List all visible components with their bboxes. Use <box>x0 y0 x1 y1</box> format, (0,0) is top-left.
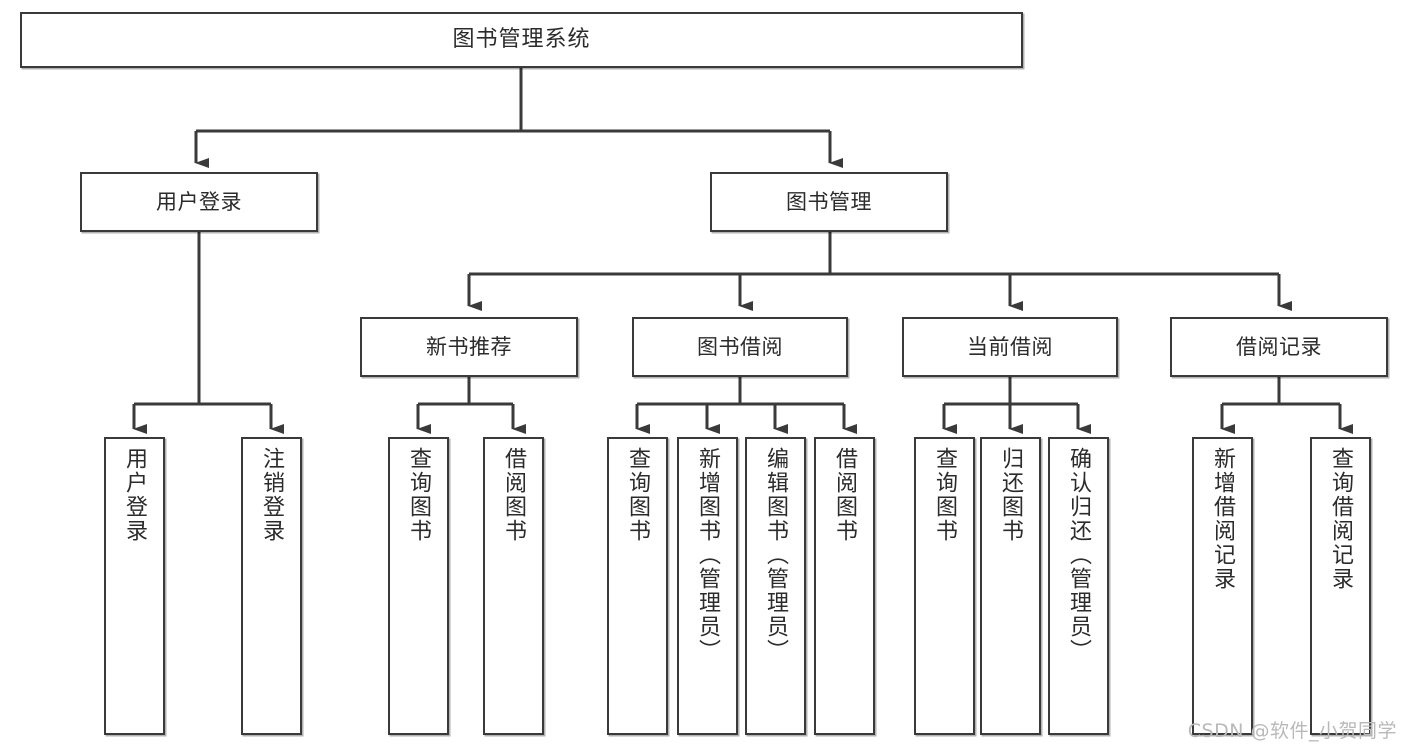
node-new-book-rec[interactable]: 新书推荐 <box>360 317 578 377</box>
node-leaf-add-book-label: 新增图书（管理员） <box>695 447 721 663</box>
node-book-manage[interactable]: 图书管理 <box>710 172 948 232</box>
node-user-login[interactable]: 用户登录 <box>80 172 318 232</box>
node-current-borrow-label: 当前借阅 <box>967 334 1053 359</box>
node-leaf-query-record[interactable]: 查询借阅记录 <box>1310 437 1371 735</box>
node-leaf-logout[interactable]: 注销登录 <box>241 437 302 735</box>
node-leaf-query-book-1-label: 查询图书 <box>406 447 432 543</box>
node-leaf-user-login[interactable]: 用户登录 <box>104 437 165 735</box>
node-leaf-logout-label: 注销登录 <box>259 447 285 543</box>
node-current-borrow[interactable]: 当前借阅 <box>902 317 1118 377</box>
node-leaf-query-book-3[interactable]: 查询图书 <box>914 437 975 735</box>
node-borrow-record[interactable]: 借阅记录 <box>1170 317 1388 377</box>
node-leaf-user-login-label: 用户登录 <box>122 447 148 543</box>
node-leaf-add-record-label: 新增借阅记录 <box>1210 447 1236 591</box>
node-leaf-add-book[interactable]: 新增图书（管理员） <box>677 437 738 735</box>
node-book-borrow-label: 图书借阅 <box>697 334 783 359</box>
node-leaf-confirm-return-label: 确认归还（管理员） <box>1066 447 1092 663</box>
csdn-watermark: CSDN @软件_小贺同学 <box>1187 720 1397 742</box>
node-root-label: 图书管理系统 <box>452 27 591 53</box>
node-leaf-borrow-book-2[interactable]: 借阅图书 <box>814 437 875 735</box>
node-leaf-edit-book[interactable]: 编辑图书（管理员） <box>745 437 806 735</box>
node-leaf-query-book-2[interactable]: 查询图书 <box>607 437 668 735</box>
node-leaf-borrow-book-1[interactable]: 借阅图书 <box>483 437 544 735</box>
node-new-book-rec-label: 新书推荐 <box>426 334 512 359</box>
node-leaf-query-book-1[interactable]: 查询图书 <box>388 437 449 735</box>
node-leaf-confirm-return[interactable]: 确认归还（管理员） <box>1048 437 1109 735</box>
node-leaf-query-record-label: 查询借阅记录 <box>1328 447 1354 591</box>
node-leaf-borrow-book-2-label: 借阅图书 <box>832 447 858 543</box>
node-leaf-return-book[interactable]: 归还图书 <box>980 437 1041 735</box>
node-root[interactable]: 图书管理系统 <box>20 12 1023 68</box>
node-leaf-add-record[interactable]: 新增借阅记录 <box>1192 437 1253 735</box>
node-leaf-edit-book-label: 编辑图书（管理员） <box>763 447 789 663</box>
node-leaf-query-book-3-label: 查询图书 <box>932 447 958 543</box>
node-borrow-record-label: 借阅记录 <box>1236 334 1322 359</box>
node-user-login-label: 用户登录 <box>156 189 242 214</box>
node-leaf-return-book-label: 归还图书 <box>998 447 1024 543</box>
node-book-manage-label: 图书管理 <box>786 189 872 214</box>
node-book-borrow[interactable]: 图书借阅 <box>632 317 848 377</box>
node-leaf-borrow-book-1-label: 借阅图书 <box>501 447 527 543</box>
node-leaf-query-book-2-label: 查询图书 <box>625 447 651 543</box>
